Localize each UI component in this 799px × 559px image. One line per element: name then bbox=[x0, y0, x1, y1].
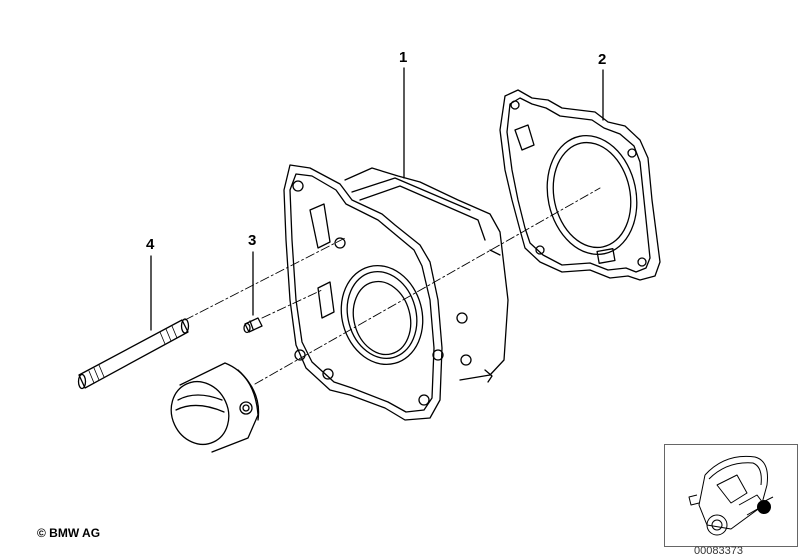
axis-line-dowel bbox=[261, 289, 323, 319]
axis-line-upper bbox=[184, 237, 346, 321]
callout-4: 4 bbox=[146, 236, 155, 253]
callout-3: 3 bbox=[248, 232, 257, 249]
stud-bolt bbox=[77, 318, 190, 390]
cylinder-block bbox=[283, 164, 509, 421]
callout-2: 2 bbox=[598, 51, 607, 68]
axis-line-main bbox=[254, 187, 601, 385]
dowel-pin bbox=[243, 317, 263, 334]
part-location-marker bbox=[757, 500, 771, 514]
cylinder-gasket bbox=[499, 89, 661, 281]
copyright-label: © BMW AG bbox=[37, 526, 101, 540]
location-thumbnail bbox=[664, 444, 798, 547]
scooter-location-icon bbox=[688, 455, 774, 536]
piston bbox=[170, 362, 260, 453]
document-number: 00083373 bbox=[694, 545, 743, 557]
callout-1: 1 bbox=[399, 49, 408, 66]
